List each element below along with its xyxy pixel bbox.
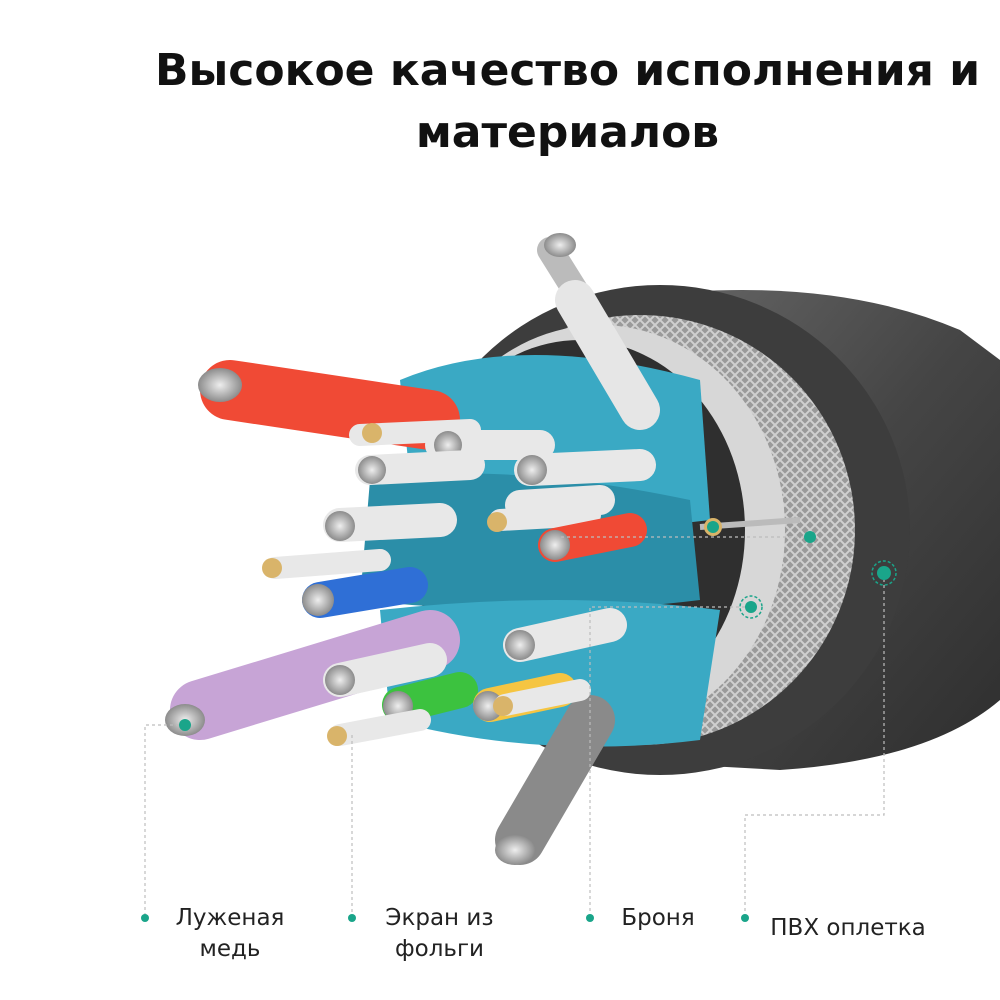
label-armor: Броня — [608, 903, 708, 934]
marker-braid-2 — [804, 531, 816, 543]
label-tinned-copper-line-1: Луженая — [175, 905, 285, 931]
marker-pvc — [877, 566, 891, 580]
title-line-2: материалов — [415, 107, 720, 158]
bullet-pvc — [741, 914, 749, 922]
label-tinned-copper: Луженая медь — [165, 903, 295, 965]
bullet-copper — [141, 914, 149, 922]
marker-copper — [179, 719, 191, 731]
label-foil-shield: Экран из фольги — [372, 903, 507, 965]
label-pvc-jacket-line-1: ПВХ оплетка — [770, 915, 926, 941]
label-pvc-jacket: ПВХ оплетка — [758, 913, 938, 944]
label-foil-shield-line-2: фольги — [394, 936, 485, 962]
label-armor-line-1: Броня — [621, 905, 695, 931]
bullet-foil — [348, 914, 356, 922]
callout-lines — [144, 536, 885, 915]
page-title: Высокое качество исполнения и материалов — [0, 40, 1000, 164]
bullet-braid — [586, 914, 594, 922]
marker-braid — [745, 601, 757, 613]
label-tinned-copper-line-2: медь — [199, 936, 261, 962]
label-foil-shield-line-1: Экран из — [385, 905, 494, 931]
marker-foil — [707, 521, 719, 533]
title-line-1: Высокое качество исполнения и — [154, 45, 981, 96]
foil-shield-bottom — [380, 600, 720, 747]
